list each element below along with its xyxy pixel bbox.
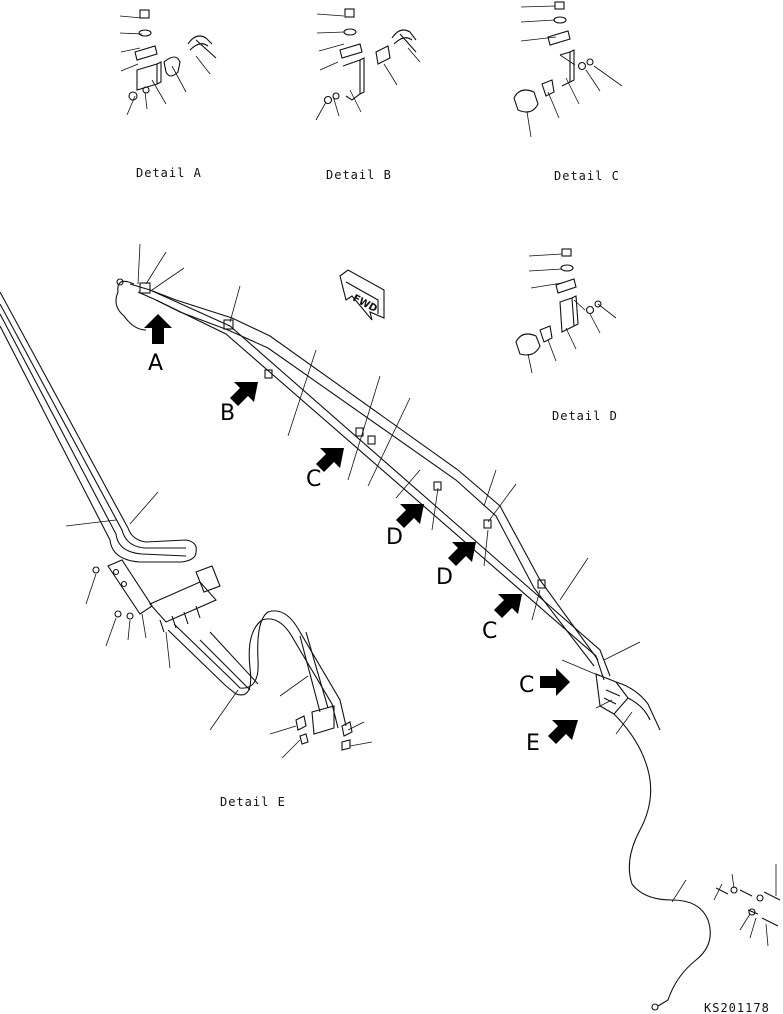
detail-c-label: Detail C <box>554 169 620 183</box>
bucket-connector-cable <box>595 673 781 1011</box>
solid-arrow-icon <box>316 448 344 472</box>
detail-b-exploded-view: Detail B <box>315 8 421 182</box>
callout-c-2: C <box>482 594 522 644</box>
detail-c-exploded-view: Detail C <box>513 1 623 183</box>
callout-label: D <box>436 565 453 590</box>
callout-c-1: C <box>306 448 344 492</box>
detail-d-label: Detail D <box>552 409 618 423</box>
detail-e-exploded-view: Detail E <box>85 559 373 809</box>
callout-label: C <box>519 673 534 698</box>
callout-label: C <box>482 619 497 644</box>
callout-b: B <box>220 382 258 426</box>
detail-a-exploded-view: Detail A <box>119 9 217 180</box>
callout-e: E <box>526 720 578 756</box>
boom-wiring-harness <box>115 243 641 681</box>
callout-label: D <box>386 525 403 550</box>
callout-label: B <box>220 401 235 426</box>
callout-label: E <box>526 731 540 756</box>
callout-label: A <box>148 351 163 376</box>
solid-arrow-icon <box>230 382 258 406</box>
solid-arrow-icon <box>448 542 476 566</box>
solid-arrow-icon <box>548 720 578 744</box>
solid-arrow-icon <box>144 314 172 344</box>
callout-c-3: C <box>519 668 570 698</box>
callout-d-1: D <box>386 504 424 550</box>
solid-arrow-icon <box>540 668 570 696</box>
callout-label: C <box>306 467 321 492</box>
solid-arrow-icon <box>396 504 424 528</box>
drawing-code: KS201178 <box>704 1001 770 1014</box>
detail-d-exploded-view: Detail D <box>515 248 618 423</box>
solid-arrow-icon <box>494 594 522 618</box>
callout-a: A <box>144 314 172 376</box>
detail-e-label: Detail E <box>220 795 286 809</box>
detail-a-label: Detail A <box>136 166 202 180</box>
forward-direction-icon: FWD <box>339 269 385 321</box>
detail-b-label: Detail B <box>326 168 392 182</box>
hydraulic-lines <box>0 291 197 563</box>
callout-d-2: D <box>436 542 476 590</box>
